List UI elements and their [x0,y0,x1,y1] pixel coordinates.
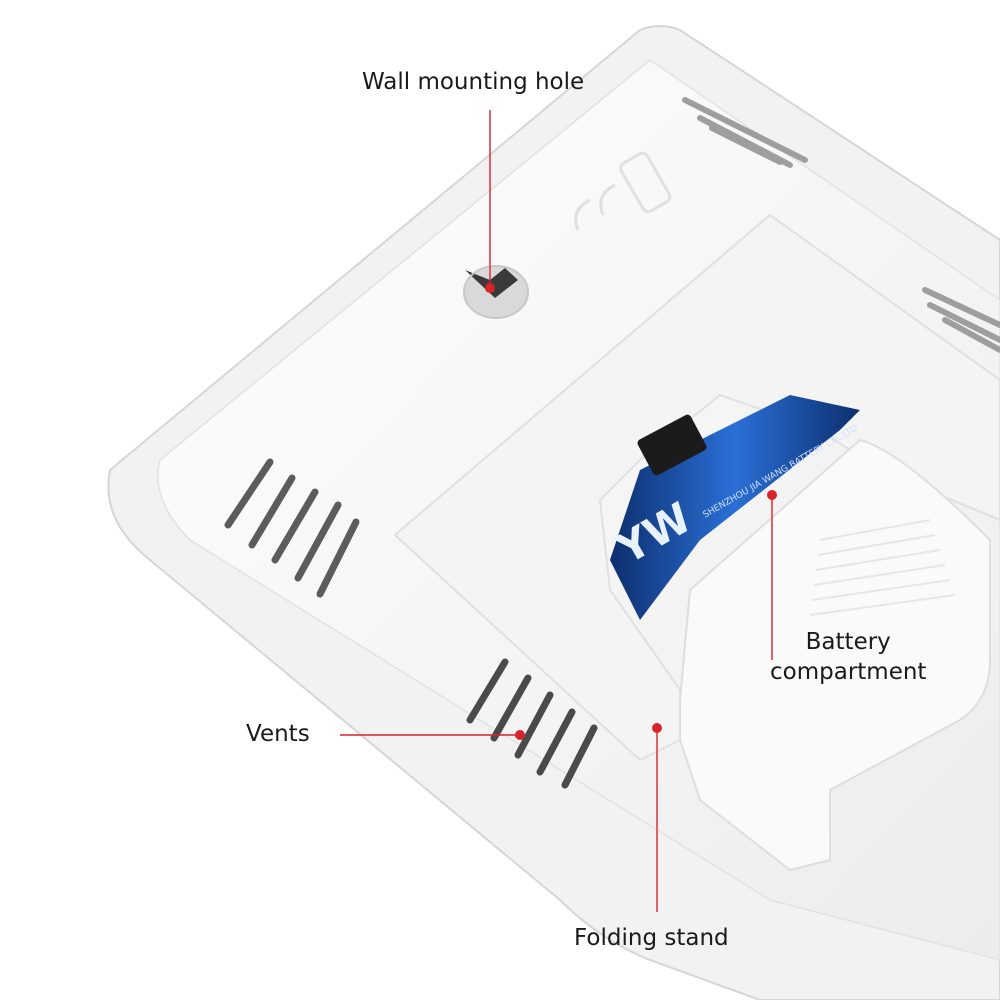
dot-battery [767,490,777,500]
label-vents: Vents [246,721,310,747]
ce-mark-icon [574,151,672,231]
vents-top-right [682,97,1000,353]
dot-wall-hole [485,283,495,293]
dot-vents [515,730,525,740]
stand-grip [809,519,956,616]
vents-bottom [466,658,598,789]
label-battery-line2: compartment [770,658,927,685]
label-wall-mounting-hole: Wall mounting hole [362,69,585,95]
label-folding-stand: Folding stand [574,925,729,951]
folding-stand [679,438,991,872]
wall-mounting-hole [463,265,529,319]
callouts [340,110,777,912]
vents-left [224,458,360,598]
label-battery-compartment: Battery compartment [770,628,926,688]
label-battery-line1: Battery [805,629,891,655]
dot-stand [652,723,662,733]
